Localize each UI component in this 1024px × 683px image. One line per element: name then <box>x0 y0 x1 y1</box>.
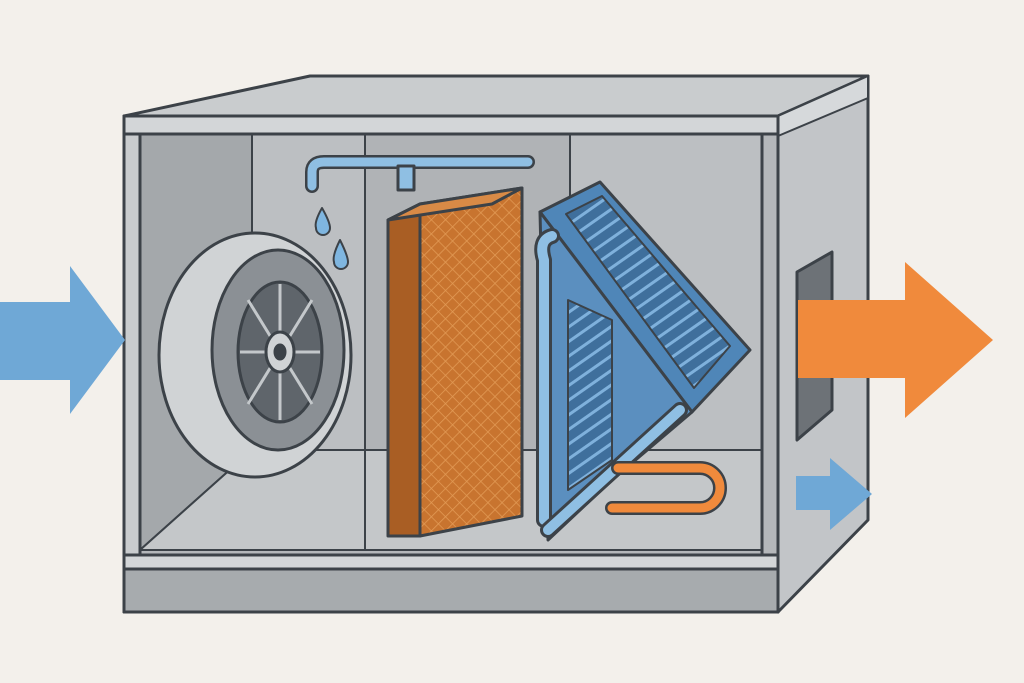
air-inlet-arrow-icon <box>0 266 125 414</box>
base <box>122 553 780 571</box>
exhaust-arrow-icon <box>796 458 872 530</box>
evaporative-pad <box>386 186 524 538</box>
cooling-coil <box>534 180 752 542</box>
top-rim <box>122 114 780 136</box>
housing-top <box>122 74 870 118</box>
water-drop-icon <box>314 207 331 236</box>
water-drop-icon <box>332 239 349 270</box>
cool-air-outlet-arrow-icon <box>798 262 993 418</box>
blower-fan <box>157 231 353 479</box>
